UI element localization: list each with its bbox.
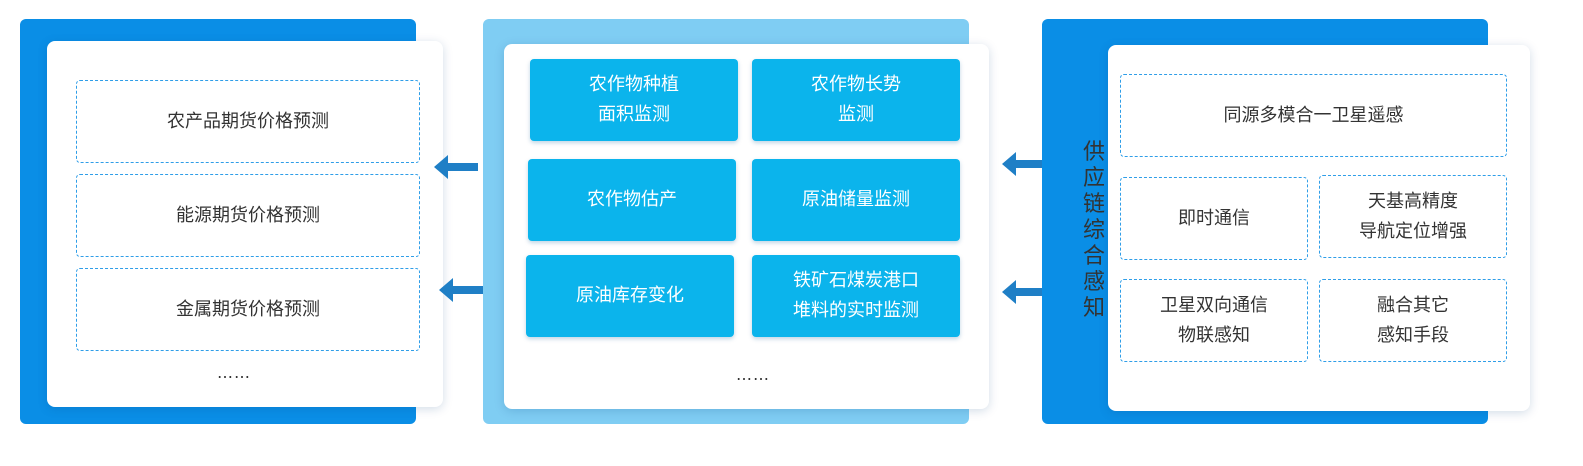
navigation-augmentation-item: 天基高精度 导航定位增强 xyxy=(1319,175,1507,258)
tile-crop-yield: 农作物估产 xyxy=(528,159,736,241)
arrow-left-icon xyxy=(1002,280,1046,304)
tile-oil-inventory: 原油库存变化 xyxy=(526,255,734,337)
supply-chain-perception-label: 供 应 链 综 合 感 知 xyxy=(1082,140,1105,321)
other-perception-item: 融合其它 感知手段 xyxy=(1319,279,1507,362)
satellite-remote-sensing-item: 同源多模合一卫星遥感 xyxy=(1120,74,1507,157)
instant-communication-item: 即时通信 xyxy=(1120,177,1308,260)
middle-panel-card: 农作物种植 面积监测 农作物长势 监测 农作物估产 原油储量监测 原油库存变化 … xyxy=(504,44,989,409)
left-panel-card: 农产品期货价格预测 能源期货价格预测 金属期货价格预测 …… xyxy=(47,41,443,407)
futures-item-energy: 能源期货价格预测 xyxy=(76,174,420,257)
right-panel-content: 同源多模合一卫星遥感 即时通信 天基高精度 导航定位增强 卫星双向通信 物联感知… xyxy=(1108,45,1530,411)
tile-port-stockpile: 铁矿石煤炭港口 堆料的实时监测 xyxy=(752,255,960,337)
left-ellipsis: …… xyxy=(217,363,251,382)
tile-crop-growth: 农作物长势 监测 xyxy=(752,59,960,141)
arrow-left-icon xyxy=(439,278,483,302)
tile-crop-area: 农作物种植 面积监测 xyxy=(530,59,738,141)
satellite-iot-item: 卫星双向通信 物联感知 xyxy=(1120,279,1308,362)
arrow-left-icon xyxy=(434,155,478,179)
futures-item-metal: 金属期货价格预测 xyxy=(76,268,420,351)
arrow-left-icon xyxy=(1002,152,1046,176)
futures-item-agriculture: 农产品期货价格预测 xyxy=(76,80,420,163)
middle-ellipsis: …… xyxy=(736,365,770,384)
tile-oil-reserve: 原油储量监测 xyxy=(752,159,960,241)
